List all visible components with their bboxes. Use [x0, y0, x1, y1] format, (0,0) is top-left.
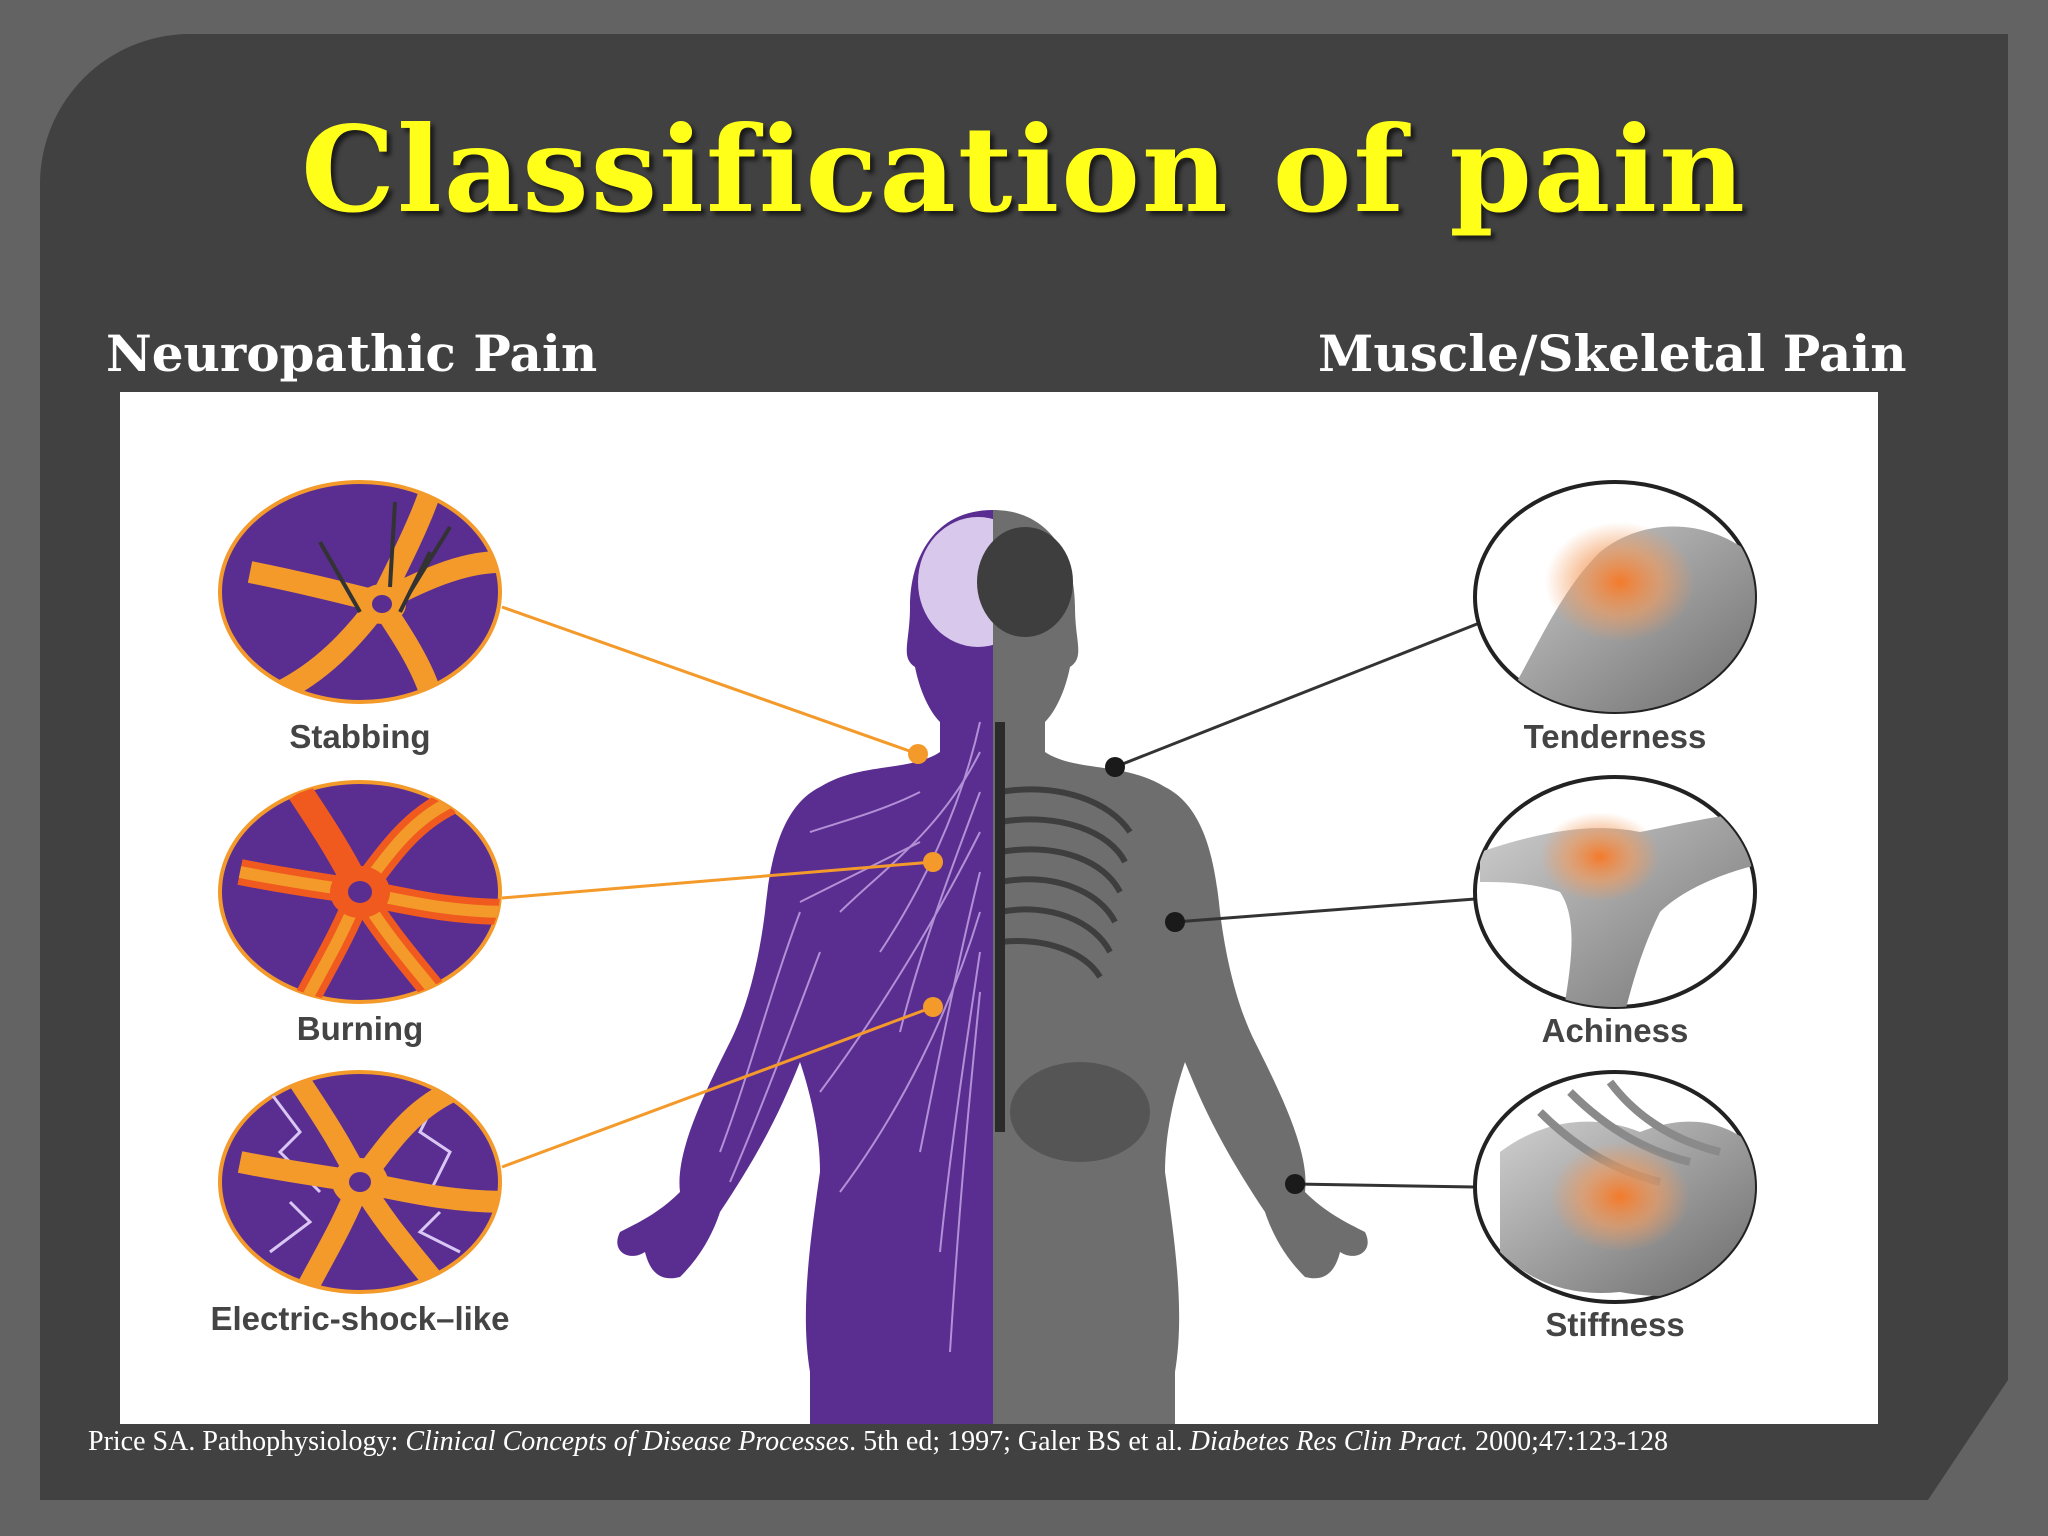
neuropathic-connectors — [501, 605, 934, 1169]
citation-part-1: Price SA. Pathophysiology: — [88, 1426, 406, 1457]
caption-stabbing: Stabbing — [289, 718, 431, 755]
caption-tenderness: Tenderness — [1523, 718, 1707, 755]
citation: Price SA. Pathophysiology: Clinical Conc… — [88, 1424, 1988, 1460]
nervous-system-half — [617, 510, 1038, 1424]
caption-achiness: Achiness — [1541, 1012, 1689, 1049]
body-illustration — [218, 480, 1757, 1424]
citation-journal: Diabetes Res Clin Pract. — [1189, 1426, 1469, 1457]
citation-part-3: . 5th ed; 1997; Galer BS et al. — [849, 1426, 1190, 1457]
caption-burning: Burning — [296, 1010, 424, 1047]
neuropathic-heading: Neuropathic Pain — [106, 324, 598, 383]
electric-neuron-icon — [218, 1070, 502, 1294]
caption-stiffness: Stiffness — [1545, 1306, 1685, 1343]
skeletal-half — [977, 510, 1368, 1424]
shoulder-icon — [1473, 480, 1757, 714]
burning-neuron-icon — [218, 780, 502, 1004]
hand-icon — [1473, 1070, 1757, 1304]
slide-title: Classification of pain — [301, 100, 1747, 239]
musculoskeletal-heading: Muscle/Skeletal Pain — [1318, 324, 1907, 383]
citation-book-title: Clinical Concepts of Disease Processes — [405, 1426, 850, 1457]
caption-electric-shock: Electric-shock–like — [210, 1300, 510, 1337]
elbow-icon — [1473, 775, 1757, 1009]
pain-figure: Stabbing Burning Electric-shock–like Ten… — [120, 392, 1878, 1424]
musculoskeletal-connectors — [1114, 605, 1521, 1189]
citation-part-5: 2000;47:123-128 — [1468, 1426, 1669, 1457]
stabbing-neuron-icon — [218, 480, 502, 704]
